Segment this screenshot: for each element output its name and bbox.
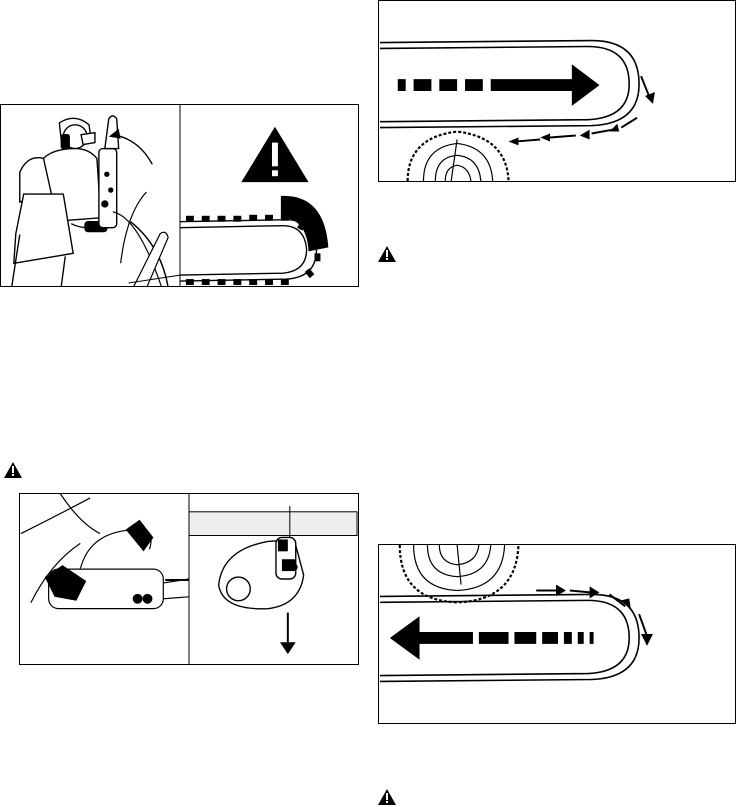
pulling-chain-figure: [378, 0, 736, 182]
pulling-chain-illustration: [379, 1, 735, 181]
log-cross-section: [408, 132, 509, 181]
log-cross-section: [400, 545, 519, 602]
chain-brake-figure: [19, 493, 359, 665]
chain-brake-illustration: [20, 494, 358, 664]
pushing-chain-illustration: [379, 545, 735, 723]
warning-icon: [378, 789, 396, 805]
operator-figure: [12, 118, 107, 286]
pull-direction-arrow: [390, 616, 594, 660]
warning-icon: [378, 246, 396, 262]
push-direction-arrow: [398, 64, 600, 106]
guide-bar-chain: [180, 220, 316, 281]
warning-triangle-large: [241, 127, 308, 182]
kickback-illustration: [1, 105, 358, 286]
warning-icon: [4, 462, 22, 478]
pushing-chain-figure: [378, 544, 736, 724]
kickback-reaction-figure: [0, 104, 359, 287]
